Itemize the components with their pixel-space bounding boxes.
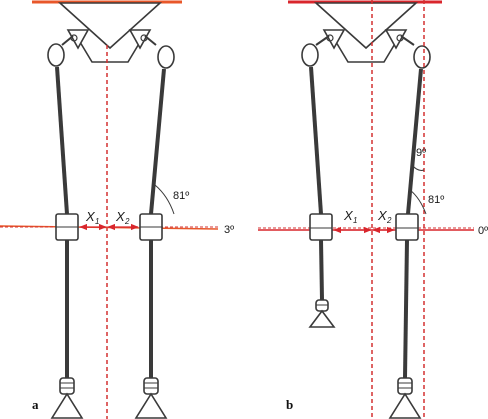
- panel-b-angle-arc: [409, 189, 427, 215]
- panel-a: 81º 3º X 1 X 2 a: [0, 0, 234, 419]
- panel-b-right-knee: [395, 213, 419, 241]
- panel-b-left-hip-joint: [322, 29, 346, 50]
- panel-a-hip-frame: [57, 2, 163, 50]
- panel-a-right-thigh: [149, 68, 166, 215]
- panel-b-right-hip-joint: [384, 29, 408, 50]
- panel-b-hip-frame: [313, 2, 419, 50]
- panel-a-right-foot: [134, 377, 168, 419]
- panel-a-label: a: [32, 397, 39, 412]
- panel-b-right-hip-oval: [413, 45, 431, 69]
- panel-b-right-thigh: [406, 68, 423, 215]
- panel-a-x2-label: X: [115, 209, 126, 224]
- panel-a-right-hip-oval: [157, 45, 175, 69]
- panel-b-x1-subscript: 1: [353, 216, 357, 225]
- panel-b-left-foot: [308, 299, 336, 328]
- panel-a-angle-arc: [154, 184, 175, 215]
- panel-b-tilt-label: 0º: [478, 225, 488, 237]
- panel-a-x2-subscript: 2: [124, 217, 130, 226]
- panel-b-limb-angle-label: 81º: [428, 194, 444, 206]
- panel-a-left-hip-joint: [66, 29, 90, 50]
- panel-a-left-foot: [50, 377, 84, 419]
- panel-b-left-knee: [309, 213, 333, 241]
- panel-b-x2-label: X: [377, 208, 388, 223]
- panel-a-left-thigh: [55, 66, 69, 215]
- panel-b-left-hip-oval: [301, 43, 319, 67]
- panel-b-x2-subscript: 2: [386, 216, 392, 225]
- panel-a-limb-angle-label: 81º: [173, 190, 189, 202]
- panel-b-deviation-arc: [411, 164, 425, 171]
- panel-a-pelvis-bar: [79, 41, 141, 63]
- panel-b-pelvis-bar: [335, 41, 397, 63]
- panel-b: 9º 81º 0º X 1 X 2 b: [258, 0, 488, 419]
- panel-a-x1-label: X: [85, 209, 96, 224]
- panel-a-right-hip-joint: [128, 29, 152, 50]
- panel-a-left-hip-oval: [47, 43, 65, 67]
- panel-b-right-shin: [403, 239, 409, 379]
- panel-b-left-shin: [319, 239, 324, 301]
- panel-a-x1-subscript: 1: [95, 217, 99, 226]
- panel-b-x1-label: X: [343, 208, 354, 223]
- panel-a-tilt-label: 3º: [224, 224, 234, 236]
- panel-b-label: b: [286, 397, 293, 412]
- panel-b-deviation-label: 9º: [416, 147, 426, 159]
- panel-b-left-thigh: [309, 66, 323, 215]
- panel-b-right-foot: [388, 377, 422, 419]
